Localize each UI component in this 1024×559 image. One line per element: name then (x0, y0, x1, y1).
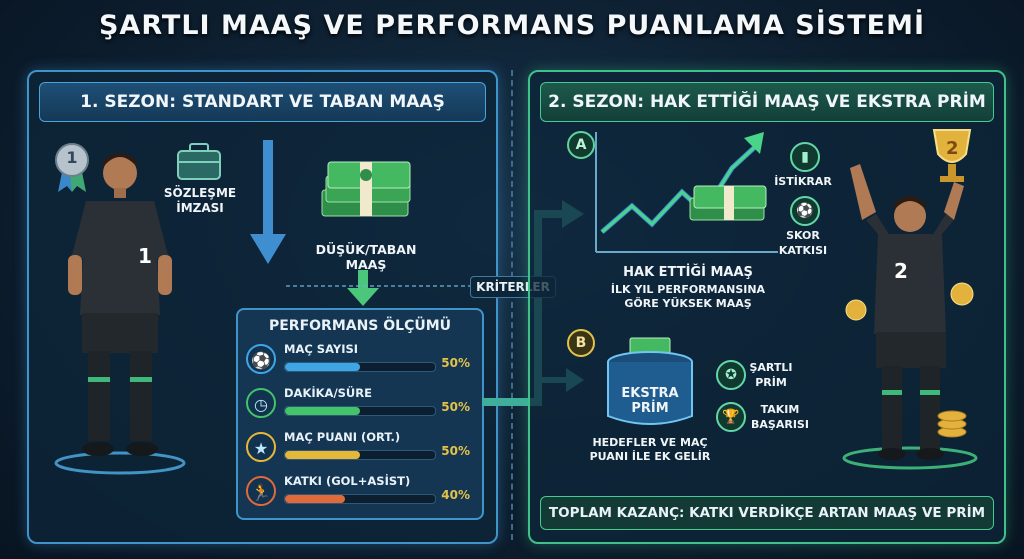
trophy-number: 2 (946, 138, 959, 159)
base-salary-label: DÜŞÜK/TABAN MAAŞ (315, 242, 417, 272)
briefcase-icon (177, 143, 221, 180)
performance-row-percent: 50% (441, 356, 470, 370)
performance-row-percent: 40% (441, 488, 470, 502)
page-title: ŞARTLI MAAŞ VE PERFORMANS PUANLAMA SİSTE… (98, 10, 925, 41)
earned-salary-title: HAK ETTİĞİ MAAŞ (623, 265, 753, 280)
performance-row-percent: 50% (441, 444, 470, 458)
performance-row: ⚽ MAÇ SAYISI 50% (246, 340, 474, 380)
total-earnings-banner: TOPLAM KAZANÇ: KATKI VERDİKÇE ARTAN MAAŞ… (540, 496, 994, 530)
performance-progress-fill (285, 495, 345, 503)
growth-chart-icon (595, 132, 778, 253)
player-1-figure: 1 (54, 153, 186, 475)
soccer-ball-icon: ⚽ (246, 344, 276, 374)
score-label: SKOR KATKISI (778, 229, 828, 257)
bonus-pot-icon (607, 337, 693, 425)
season-1-header: 1. SEZON: STANDART VE TABAN MAAŞ (39, 82, 486, 122)
down-arrow-green-icon (347, 270, 379, 306)
player-2-number: 2 (894, 259, 908, 283)
player-1-number: 1 (138, 244, 152, 268)
performance-progress-fill (285, 451, 360, 459)
stability-chart-icon: ▮ (790, 142, 820, 172)
performance-progress-track (284, 406, 436, 416)
team-trophy-icon: 🏆 (716, 402, 746, 432)
stability-label: İSTİKRAR (774, 175, 832, 188)
performance-progress-track (284, 450, 436, 460)
panel-divider (511, 70, 513, 540)
performance-row-label: KATKI (GOL+ASİST) (284, 474, 411, 488)
performance-row: ◷ DAKİKA/SÜRE 50% (246, 384, 474, 424)
extra-bonus-label: EKSTRA PRİM (621, 386, 679, 416)
performance-row: ★ MAÇ PUANI (ORT.) 50% (246, 428, 474, 468)
medal-icon (55, 143, 89, 192)
performance-progress-track (284, 362, 436, 372)
performance-title: PERFORMANS ÖLÇÜMÜ (268, 318, 452, 334)
money-stack-icon (321, 161, 411, 217)
star-icon: ★ (246, 432, 276, 462)
performance-progress-fill (285, 407, 360, 415)
down-arrow-icon (250, 140, 286, 264)
performance-row-label: DAKİKA/SÜRE (284, 386, 372, 400)
performance-box: PERFORMANS ÖLÇÜMÜ ⚽ MAÇ SAYISI 50% ◷ DAKİKA/… (236, 308, 484, 520)
bonus-desc: HEDEFLER VE MAÇ PUANI İLE EK GELİR (589, 436, 711, 463)
option-a-badge: A (567, 131, 595, 159)
criteria-dashed-line (286, 285, 472, 287)
performance-row-label: MAÇ PUANI (ORT.) (284, 430, 401, 444)
conditional-bonus-label: ŞARTLI PRİM (749, 361, 793, 389)
score-ball-icon: ⚽ (790, 196, 820, 226)
clock-icon: ◷ (246, 388, 276, 418)
performance-row-percent: 50% (441, 400, 470, 414)
season-2-header: 2. SEZON: HAK ETTİĞİ MAAŞ VE EKSTRA PRİM (540, 82, 994, 122)
performance-progress-fill (285, 363, 360, 371)
performance-row-label: MAÇ SAYISI (284, 342, 359, 356)
performance-progress-track (284, 494, 436, 504)
earned-salary-desc: İLK YIL PERFORMANSINA GÖRE YÜKSEK MAAŞ (610, 283, 766, 310)
team-success-label: TAKIM BAŞARISI (751, 403, 809, 431)
player-2-figure: 2 2 (842, 129, 978, 470)
conditional-bonus-icon: ✪ (716, 360, 746, 390)
option-b-badge: B (567, 329, 595, 357)
medal-number: 1 (66, 148, 78, 167)
performance-row: 🏃 KATKI (GOL+ASİST) 40% (246, 472, 474, 512)
contract-label: SÖZLEŞME İMZASI (163, 186, 237, 215)
kicking-player-icon: 🏃 (246, 476, 276, 506)
